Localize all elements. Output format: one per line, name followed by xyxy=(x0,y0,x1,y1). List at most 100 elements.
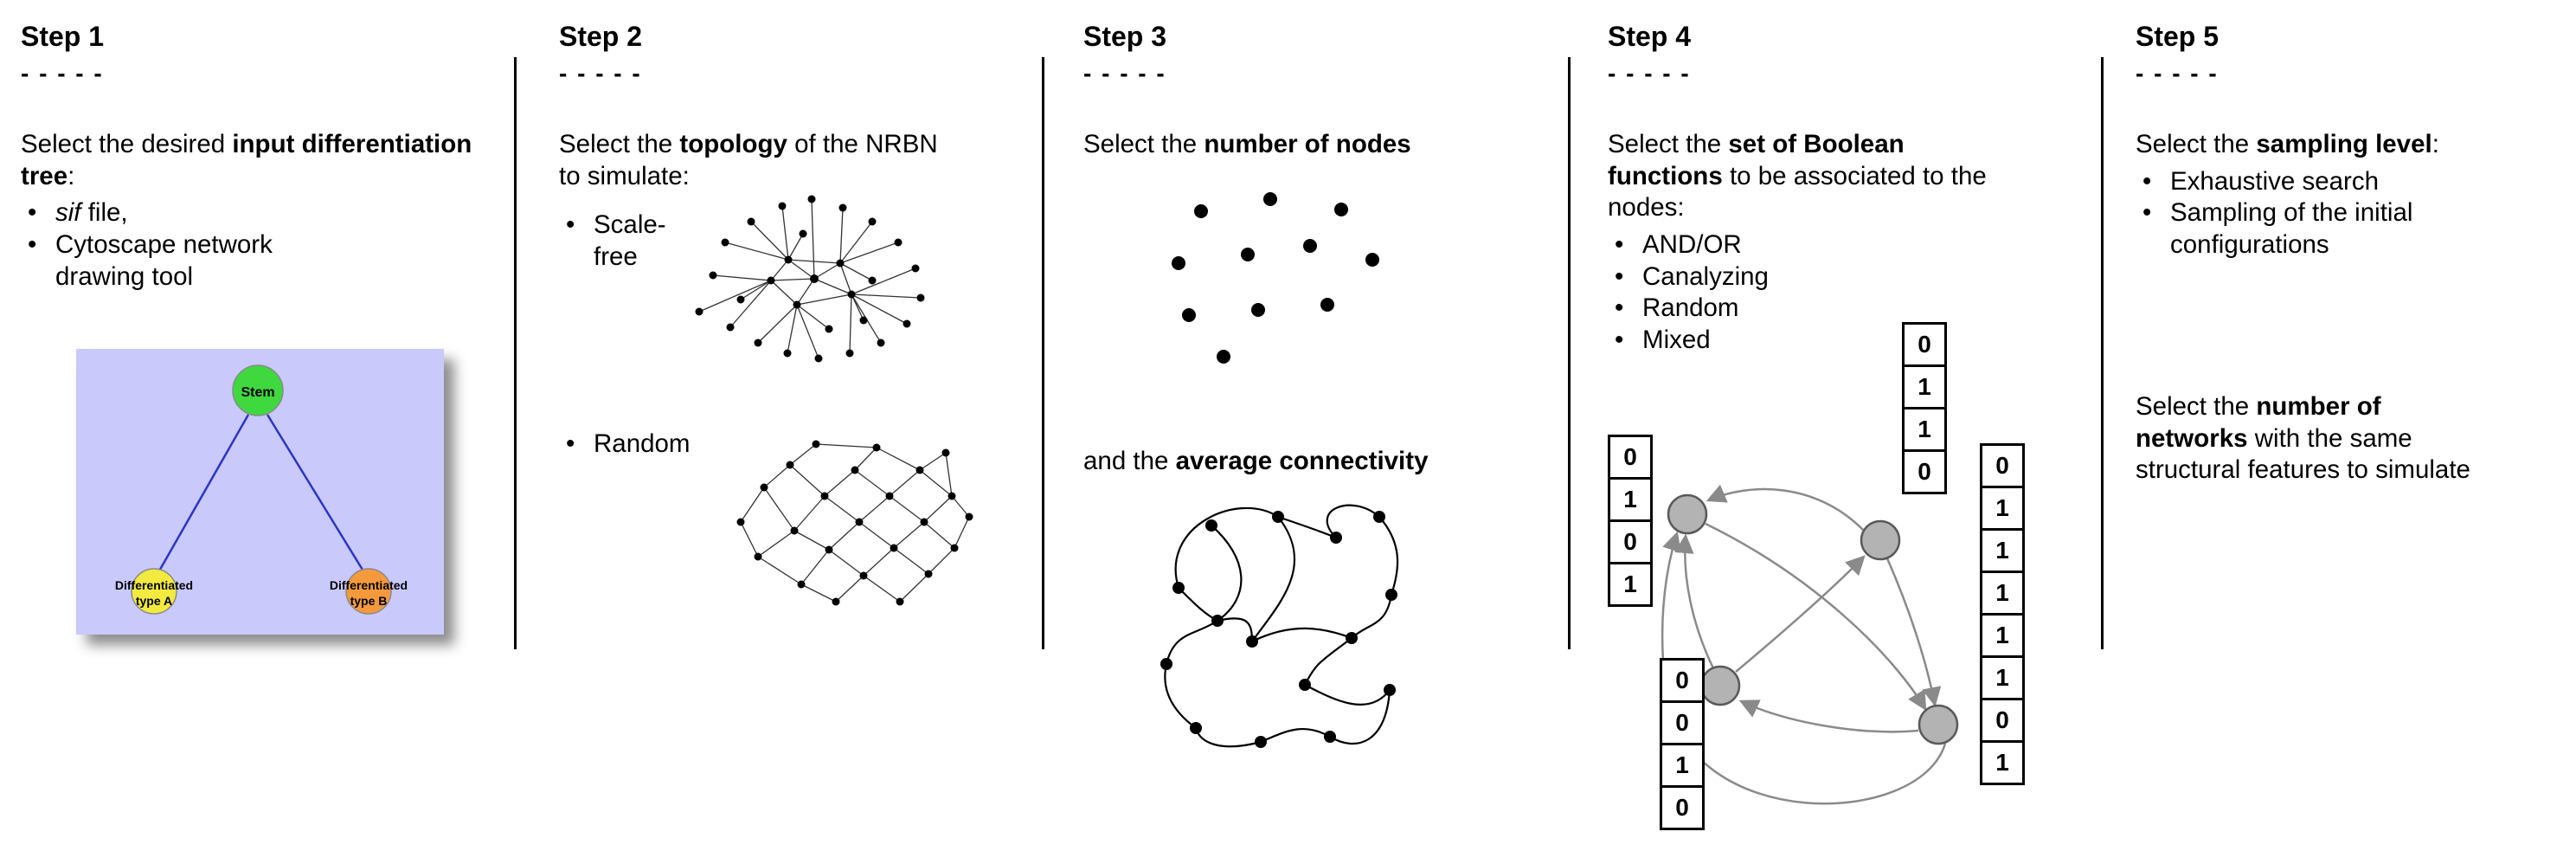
type-a-label-line1: Differentiated xyxy=(115,578,193,592)
instruction-text: structural features to simulate xyxy=(2136,455,2470,485)
instruction-text: Select the desired xyxy=(21,130,233,158)
step-3-column: Step 3 - - - - - Select the number of no… xyxy=(1083,21,1490,757)
stem-label: Stem xyxy=(241,385,274,400)
random-edges xyxy=(739,443,970,603)
curvy-edges xyxy=(1164,504,1399,748)
step-5-networks-text: Select the number of networks with the s… xyxy=(2136,391,2535,487)
step-2-title: Step 2 xyxy=(559,21,643,52)
column-divider xyxy=(1568,57,1571,649)
differentiation-tree-svg: Stem Differentiated type A Differentiate… xyxy=(115,364,408,615)
bullet-marker: • xyxy=(28,230,37,260)
column-divider xyxy=(2101,57,2104,649)
truth-table-cell: 1 xyxy=(1608,562,1653,608)
dashed-separator: - - - - - xyxy=(21,60,104,87)
instruction-bold: sampling level xyxy=(2256,130,2432,158)
bullet-marker: • xyxy=(566,429,575,459)
networks-text-line: structural features to simulate xyxy=(2136,455,2535,487)
truth-table-cell: 1 xyxy=(1902,364,1947,410)
truth-table-cell: 1 xyxy=(1980,740,2025,786)
step-4-column: Step 4 - - - - - Select the set of Boole… xyxy=(1608,21,2025,841)
networks-text-line: networks with the same xyxy=(2136,423,2535,455)
bullet-text: Scale-free xyxy=(594,210,666,272)
truth-table-cell: 0 xyxy=(1608,519,1653,565)
truth-table-cell: 0 xyxy=(1608,435,1653,480)
truth-table-cell: 0 xyxy=(1660,785,1705,831)
column-divider xyxy=(514,57,517,649)
truth-table-cell: 0 xyxy=(1980,443,2025,489)
truth-table-cell: 0 xyxy=(1660,658,1705,704)
truth-table-cell: 1 xyxy=(1660,743,1705,789)
dashed-separator: - - - - - xyxy=(559,60,642,87)
random-nodes xyxy=(736,440,973,606)
type-b-label-line1: Differentiated xyxy=(330,578,408,592)
instruction-bold: networks xyxy=(2136,423,2248,453)
scale-free-network-svg xyxy=(695,195,925,363)
bullet-text: Canalyzing xyxy=(1642,261,1769,291)
nodes-dots-image xyxy=(1140,187,1490,399)
bullet-marker: • xyxy=(2142,198,2152,228)
bullet-item: • Exhaustive search xyxy=(2136,166,2534,198)
instruction-bold: set of Boolean functions xyxy=(1608,130,1905,190)
connectivity-network-svg xyxy=(1160,504,1399,749)
boolean-network-svg xyxy=(1661,485,1959,805)
truth-table-cell: 1 xyxy=(1980,486,2025,532)
bullet-marker: • xyxy=(566,210,575,240)
instruction-text: Select the xyxy=(559,130,680,158)
scale-free-network-image xyxy=(680,184,940,387)
instruction-text: Select the xyxy=(2136,130,2257,158)
step-5-column: Step 5 - - - - - Select the sampling lev… xyxy=(2136,21,2535,487)
bullet-text: Exhaustive search xyxy=(2170,166,2380,196)
dashed-separator: - - - - - xyxy=(1608,60,1691,87)
tree-edge-left xyxy=(156,414,250,575)
bullet-rest: file, xyxy=(80,198,128,228)
bullet-marker: • xyxy=(1615,229,1624,259)
instruction-bold: number of xyxy=(2256,392,2381,422)
stem-node xyxy=(232,364,284,416)
boolean-network-arrows xyxy=(1661,485,1947,805)
bullet-item: • Cytoscape network drawing tool xyxy=(21,229,315,293)
bullet-item: •Canalyzing xyxy=(1608,261,2001,293)
bullet-text: Random xyxy=(594,429,691,459)
boolean-network-nodes xyxy=(1667,493,1959,745)
instruction-text: of the NRBN to simulate: xyxy=(559,130,938,190)
step-4-bullet-list: •AND/OR •Canalyzing •Random •Mixed xyxy=(1608,229,2001,358)
bullet-marker: • xyxy=(2142,166,2152,196)
bullet-text: Sampling of the initial configurations xyxy=(2170,198,2413,260)
differentiation-tree-image: Stem Differentiated type A Differentiate… xyxy=(76,348,444,635)
type-b-label-line2: type B xyxy=(350,594,388,608)
truth-table-cell: 1 xyxy=(1980,528,2025,574)
step-4-instruction: Select the set of Boolean functions to b… xyxy=(1608,129,2001,224)
step-5-instruction: Select the sampling level: xyxy=(2136,129,2535,161)
truth-table-cell: 1 xyxy=(1980,655,2025,701)
truth-table-cell: 1 xyxy=(1608,477,1653,523)
instruction-text: and the xyxy=(1083,446,1176,475)
curvy-nodes xyxy=(1160,511,1397,749)
bullet-text: Cytoscape network drawing tool xyxy=(55,230,273,291)
bullet-item: • Sampling of the initial configurations xyxy=(2136,197,2534,261)
nodes-dots-svg xyxy=(1172,191,1379,364)
bullet-marker: • xyxy=(1615,293,1624,323)
truth-table-cell: 0 xyxy=(1980,698,2025,744)
connectivity-network-image xyxy=(1135,484,1490,757)
bullet-item: •AND/OR xyxy=(1608,229,2001,261)
step-1-instruction: Select the desired input differentiation… xyxy=(21,129,488,192)
random-network-image xyxy=(725,420,985,623)
scale-free-nodes xyxy=(695,195,925,363)
bullet-item: •Mixed xyxy=(1608,325,2001,357)
bullet-marker: • xyxy=(28,198,37,228)
instruction-bold: number of nodes xyxy=(1204,130,1411,158)
bullet-text: Mixed xyxy=(1642,326,1711,355)
truth-table-cell: 0 xyxy=(1902,449,1947,495)
step-1-title: Step 1 xyxy=(21,21,105,52)
dashed-separator: - - - - - xyxy=(1083,60,1166,87)
step-3-title: Step 3 xyxy=(1083,21,1167,52)
bullet-item: • sif file, xyxy=(21,197,315,229)
step-4-title: Step 4 xyxy=(1608,21,1692,52)
random-network-svg xyxy=(736,440,973,606)
truth-table-cell: 1 xyxy=(1980,613,2025,659)
